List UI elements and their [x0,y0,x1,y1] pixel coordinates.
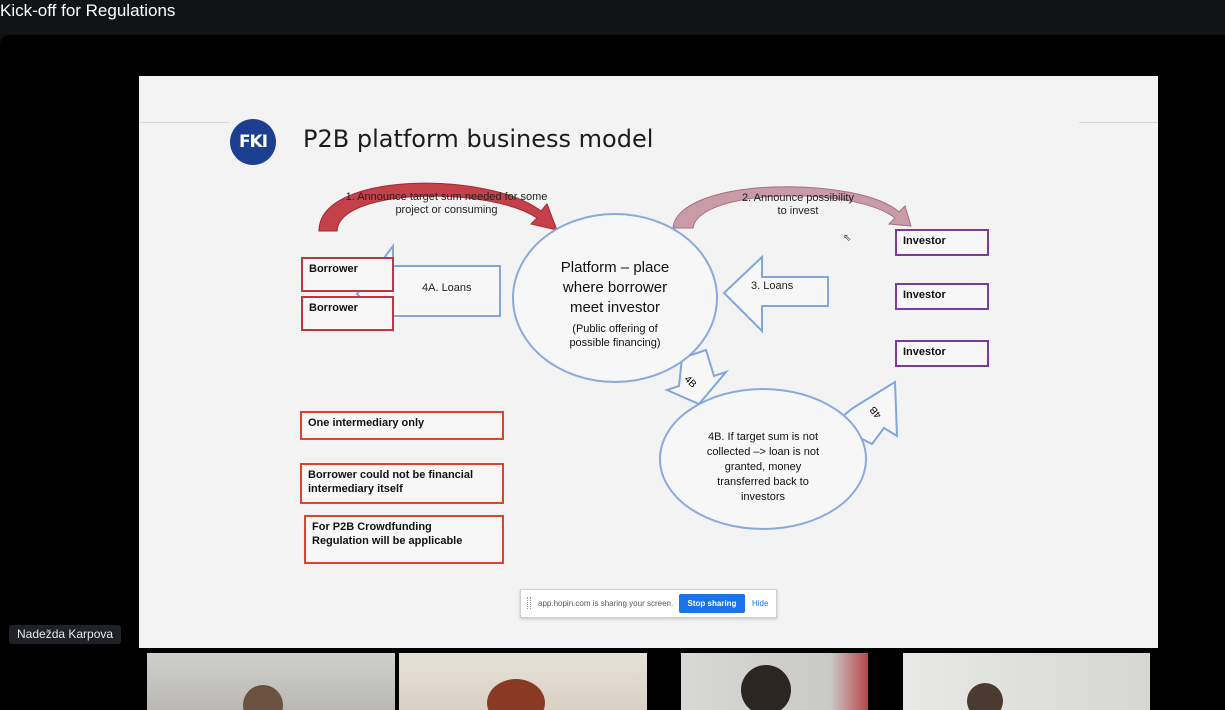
participant-avatar [967,683,1003,710]
title-rule-right [1079,122,1158,123]
investor-box: Investor [895,340,989,367]
hide-share-bar-link[interactable]: Hide [752,599,769,608]
borrower-box: Borrower [301,257,394,292]
participant-name-tag: Nadežda Karpova [9,625,122,644]
participant-avatar [741,665,791,710]
fki-logo: FKI [230,119,276,165]
announce-arrow-1 [318,182,558,232]
platform-ellipse: Platform – place where borrower meet inv… [512,213,718,383]
stop-sharing-button[interactable]: Stop sharing [679,594,745,613]
video-tile-4[interactable] [903,653,1150,710]
loans-3-arrow [722,254,829,334]
participant-avatar [243,685,283,710]
loans-4a-label: 4A. Loans [422,282,472,294]
borrower-box: Borrower [301,296,394,331]
title-rule-left [139,122,229,123]
slide-title: P2B platform business model [303,125,654,153]
video-tile-2[interactable] [399,653,647,710]
shared-slide: FKI P2B platform business model 4B 4B 1.… [139,76,1158,648]
drag-handle-icon[interactable] [527,597,531,609]
share-message: app.hopin.com is sharing your screen. [538,599,674,608]
loans-3-label: 3. Loans [751,280,794,292]
window-title: Kick-off for Regulations [0,1,176,20]
refund-4b-arrow-down [664,348,730,406]
video-tile-1[interactable] [147,653,395,710]
video-tile-3[interactable] [681,653,868,710]
participant-avatar [487,679,545,710]
screen-share-bar: app.hopin.com is sharing your screen. St… [520,589,777,618]
investor-box: Investor [895,229,989,256]
window-titlebar: Kick-off for Regulations [0,0,1225,34]
refund-ellipse: 4B. If target sum is not collected –> lo… [659,388,867,530]
mouse-cursor-icon: ⇖ [843,233,852,244]
announce-arrow-2 [672,186,912,229]
investor-box: Investor [895,283,989,310]
note-box: One intermediary only [300,411,504,440]
